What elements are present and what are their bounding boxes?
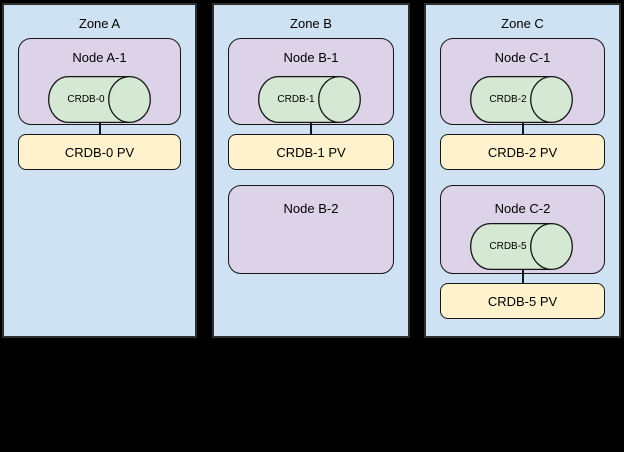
crdb-1-database-cylinder: CRDB-1 [258, 76, 361, 123]
database-cylinder-icon [470, 223, 573, 270]
connector-node-b1-to-pv [310, 122, 312, 137]
node-a-1: Node A-1 CRDB-0 [18, 38, 181, 125]
crdb-1-label: CRDB-1 [277, 94, 315, 105]
crdb-2-pv-box: CRDB-2 PV [440, 134, 605, 170]
crdb-0-pv-box: CRDB-0 PV [18, 134, 181, 170]
crdb-5-pv-label: CRDB-5 PV [487, 293, 558, 309]
database-cylinder-icon [48, 76, 151, 123]
connector-node-c1-to-pv [521, 122, 524, 137]
crdb-2-label: CRDB-2 [489, 94, 527, 105]
node-c-1: Node C-1 CRDB-2 [440, 38, 605, 125]
crdb-5-database-cylinder: CRDB-5 [470, 223, 573, 270]
node-c-2: Node C-2 CRDB-5 [440, 185, 605, 274]
crdb-0-pv-label: CRDB-0 PV [64, 144, 135, 160]
zone-c-title: Zone C [501, 16, 544, 31]
node-b-1: Node B-1 CRDB-1 [228, 38, 394, 125]
zone-b: Zone B Node B-1 CRDB-1 CRDB-1 PV Node B-… [212, 3, 410, 338]
crdb-5-pv-box: CRDB-5 PV [440, 283, 605, 319]
zone-a: Zone A Node A-1 CRDB-0 CRDB-0 PV [2, 3, 197, 338]
node-c-1-label: Node C-1 [494, 50, 551, 65]
crdb-1-pv-box: CRDB-1 PV [228, 134, 394, 170]
zone-a-title: Zone A [78, 16, 121, 31]
crdb-0-label: CRDB-0 [67, 94, 105, 105]
node-b-1-label: Node B-1 [283, 50, 339, 65]
crdb-2-database-cylinder: CRDB-2 [470, 76, 573, 123]
crdb-5-label: CRDB-5 [489, 241, 527, 252]
node-c-2-label: Node C-2 [494, 201, 551, 216]
crdb-1-pv-label: CRDB-1 PV [276, 144, 346, 160]
zone-b-title: Zone B [290, 16, 332, 31]
connector-node-a1-to-pv [98, 122, 101, 137]
zone-c: Zone C Node C-1 CRDB-2 CRDB-2 PV Node C-… [424, 3, 621, 338]
crdb-2-pv-label: CRDB-2 PV [487, 144, 558, 160]
database-cylinder-icon [258, 76, 361, 123]
crdb-0-database-cylinder: CRDB-0 [48, 76, 151, 123]
node-a-1-label: Node A-1 [72, 50, 127, 65]
node-b-2: Node B-2 [228, 185, 394, 274]
node-b-2-label: Node B-2 [283, 201, 339, 216]
connector-node-c2-to-pv [521, 269, 524, 284]
database-cylinder-icon [470, 76, 573, 123]
